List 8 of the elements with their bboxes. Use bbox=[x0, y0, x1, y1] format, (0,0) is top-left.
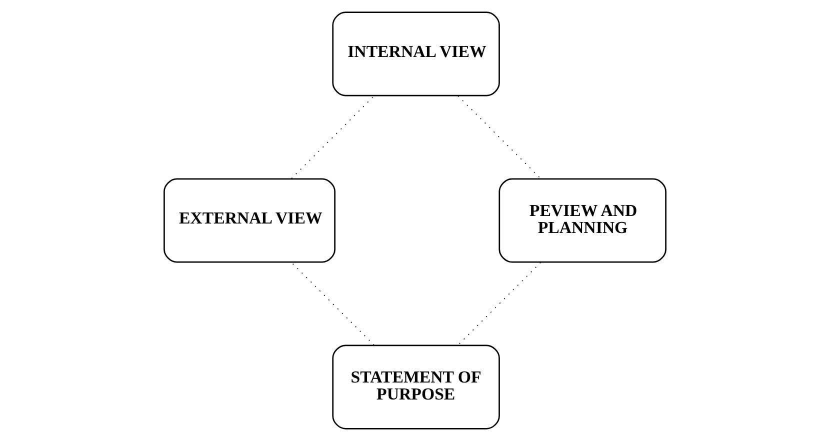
node-box: EXTERNAL VIEW bbox=[163, 178, 335, 263]
connector bbox=[290, 95, 374, 179]
connector bbox=[456, 262, 540, 346]
node-box: PEVIEW AND PLANNING bbox=[498, 178, 666, 263]
node-box: INTERNAL VIEW bbox=[332, 12, 500, 96]
node-box: STATEMENT OF PURPOSE bbox=[332, 344, 500, 430]
connector bbox=[290, 262, 374, 346]
connector bbox=[457, 96, 541, 180]
